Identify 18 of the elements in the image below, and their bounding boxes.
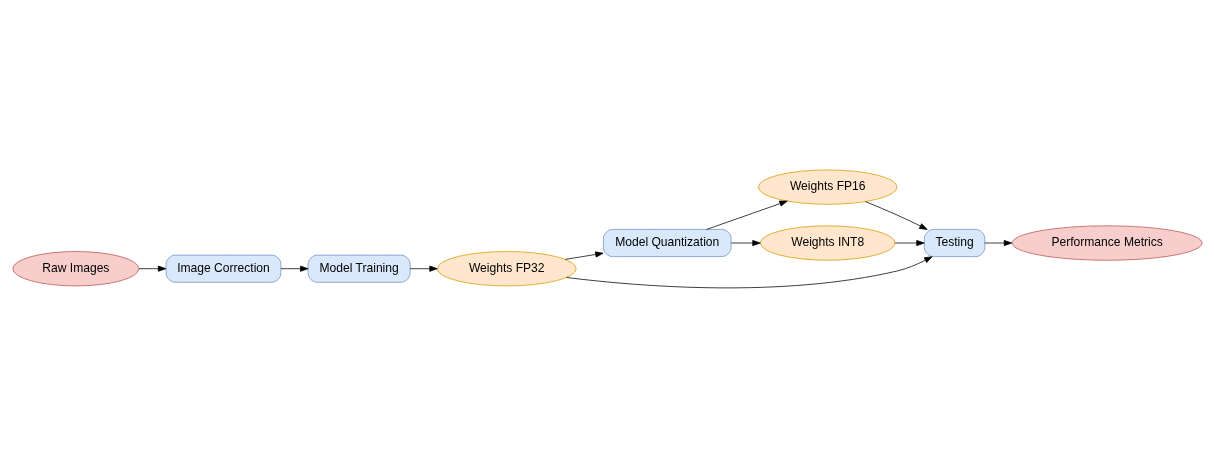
arrow (706, 200, 788, 230)
arrow (984, 239, 1013, 246)
arrow (566, 255, 933, 288)
arrow (730, 239, 761, 246)
arrow (564, 250, 604, 260)
arrow (865, 200, 928, 230)
arrow (894, 239, 925, 246)
node-box: Testing (924, 228, 986, 257)
arrow (409, 265, 438, 272)
node-box: Image Correction (165, 254, 282, 283)
node-ellipse: Weights INT8 (759, 224, 896, 261)
node-box: Model Quantization (603, 228, 732, 257)
node-ellipse: Performance Metrics (1011, 224, 1203, 261)
node-ellipse: Raw Images (12, 250, 140, 286)
arrow (280, 265, 309, 272)
node-ellipse: Weights FP32 (437, 250, 577, 286)
arrow (138, 265, 167, 272)
node-box: Model Training (307, 254, 411, 283)
